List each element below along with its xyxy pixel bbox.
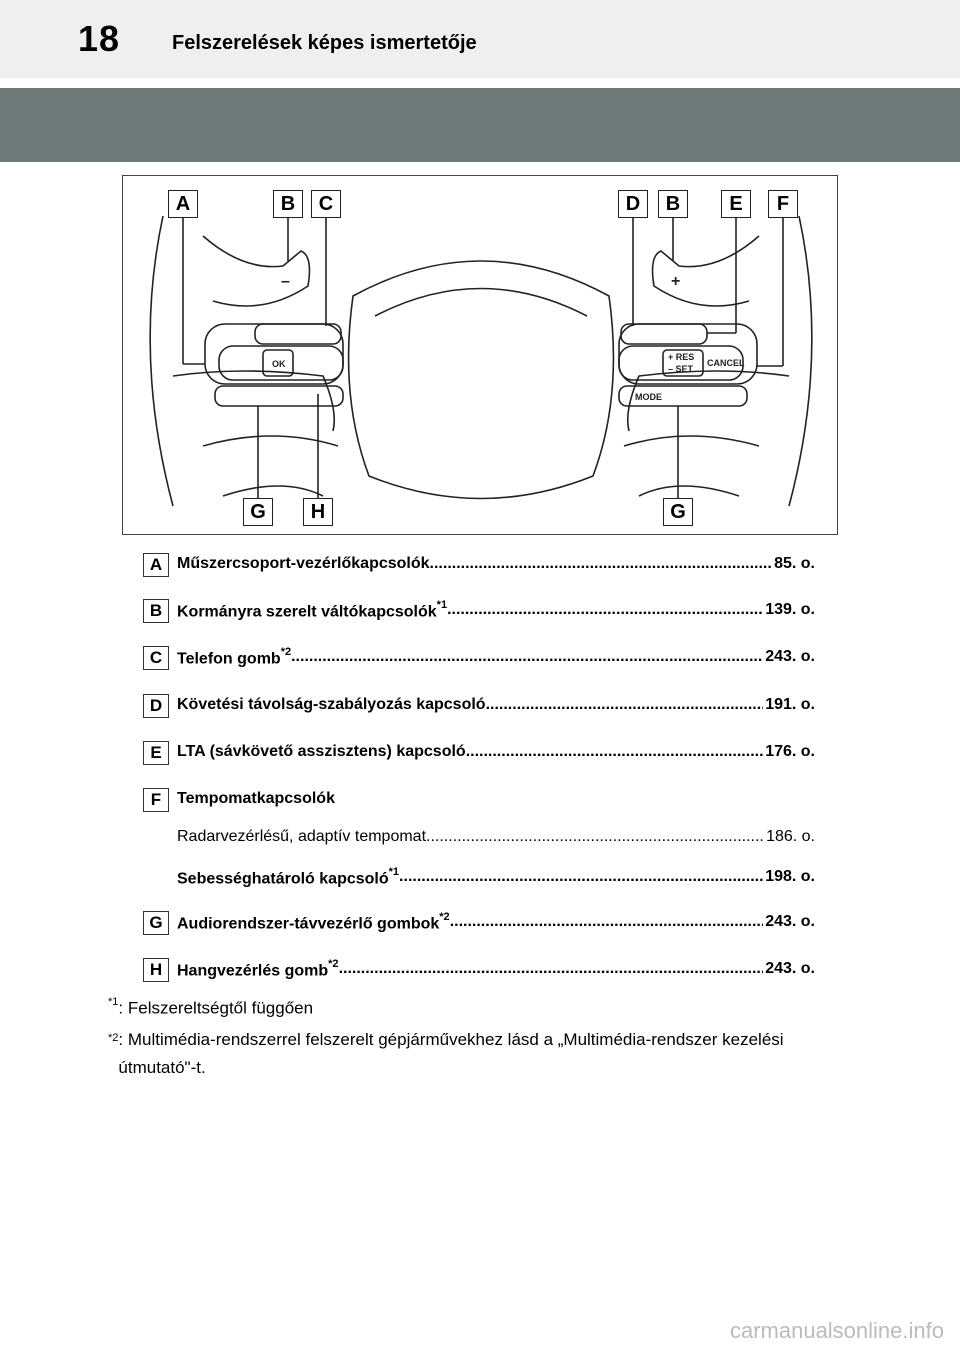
item-page-ref: 191. o.	[765, 696, 815, 713]
watermark: carmanualsonline.info	[729, 1318, 944, 1343]
item-label: Követési távolság-szabályozás kapcsoló	[177, 696, 486, 713]
list-item-g: G Audiorendszer-távvezérlő gombok*2 243.…	[143, 911, 823, 941]
footnote-1: *1: Felszereltségtől függően	[108, 990, 848, 1023]
item-label: Telefon gomb	[177, 650, 281, 668]
callout-b-left: B	[273, 190, 303, 218]
item-letter: C	[143, 646, 169, 670]
footnote-mark: *2	[328, 958, 339, 970]
item-page-ref: 243. o.	[765, 960, 815, 977]
footnote-mark: *2	[439, 911, 450, 923]
list-item-b: B Kormányra szerelt váltókapcsolók*1 139…	[143, 599, 823, 629]
item-label: Tempomatkapcsolók	[177, 790, 335, 807]
item-letter: G	[143, 911, 169, 935]
item-page-ref: 186. o.	[766, 828, 815, 845]
item-page-ref: 85. o.	[774, 555, 815, 572]
item-label: Hangvezérlés gomb	[177, 962, 329, 980]
item-label: Kormányra szerelt váltókapcsolók	[177, 603, 437, 621]
right-paddle-plus: +	[671, 273, 680, 290]
callout-f: F	[768, 190, 798, 218]
steering-wheel-figure: OK MODE CANCEL + RES – SET – + A B C D B…	[122, 175, 838, 535]
page-header: 18 Felszerelések képes ismertetője	[0, 0, 960, 78]
list-subitem-speed-limiter: Sebességhatároló kapcsoló*1 198. o.	[143, 866, 823, 896]
callout-a: A	[168, 190, 198, 218]
item-letter: D	[143, 694, 169, 718]
callout-e: E	[721, 190, 751, 218]
footnote-text: : Felszereltségtől függően	[118, 998, 314, 1018]
callout-d: D	[618, 190, 648, 218]
page-number: 18	[78, 18, 121, 59]
item-letter: E	[143, 741, 169, 765]
footnote-mark: *1	[388, 866, 400, 878]
mode-button-label: MODE	[635, 392, 662, 402]
list-item-a: A Műszercsoport-vezérlőkapcsolók 85. o.	[143, 553, 823, 583]
res-button-label: + RES	[668, 352, 694, 362]
item-letter: A	[143, 553, 169, 577]
item-label: Radarvezérlésű, adaptív tempomat	[177, 828, 427, 845]
callout-c: C	[311, 190, 341, 218]
item-page-ref: 243. o.	[765, 648, 815, 665]
callout-h: H	[303, 498, 333, 526]
footnote-2: *2 : Multimédia-rendszerrel felszerelt g…	[108, 1026, 838, 1082]
list-item-d: D Követési távolság-szabályozás kapcsoló…	[143, 694, 823, 724]
list-subitem-radar: Radarvezérlésű, adaptív tempomat 186. o.	[143, 826, 823, 856]
header-band	[0, 88, 960, 162]
section-title: Felszerelések képes ismertetője	[172, 32, 477, 54]
footnote-mark: *2	[280, 646, 292, 658]
item-page-ref: 176. o.	[765, 743, 815, 760]
list-item-c: C Telefon gomb*2 243. o.	[143, 646, 823, 676]
footnote-mark: *1	[436, 599, 448, 611]
item-page-ref: 198. o.	[765, 868, 815, 885]
item-label: Sebességhatároló kapcsoló	[177, 870, 389, 888]
list-item-h: H Hangvezérlés gomb*2 243. o.	[143, 958, 823, 988]
cancel-button-label: CANCEL	[707, 358, 745, 368]
footnote-text: : Multimédia-rendszerrel felszerelt gépj…	[118, 1030, 784, 1077]
item-label: Műszercsoport-vezérlőkapcsolók	[177, 555, 430, 572]
footnote-mark: *2	[108, 1032, 119, 1044]
steering-wheel-drawing: OK MODE CANCEL + RES – SET – +	[149, 215, 813, 507]
item-letter: F	[143, 788, 169, 812]
item-page-ref: 139. o.	[765, 601, 815, 618]
item-page-ref: 243. o.	[765, 913, 815, 930]
callout-g-right: G	[663, 498, 693, 526]
left-paddle-minus: –	[281, 273, 290, 290]
callout-b-right: B	[658, 190, 688, 218]
item-label: LTA (sávkövető asszisztens) kapcsoló	[177, 743, 466, 760]
footnote-mark: *1	[108, 996, 119, 1008]
item-label: Audiorendszer-távvezérlő gombok	[177, 915, 440, 933]
item-letter: B	[143, 599, 169, 623]
list-item-f: F Tempomatkapcsolók	[143, 788, 823, 818]
ok-button-label: OK	[272, 359, 286, 369]
list-item-e: E LTA (sávkövető asszisztens) kapcsoló 1…	[143, 741, 823, 771]
callout-g-left: G	[243, 498, 273, 526]
item-letter: H	[143, 958, 169, 982]
set-button-label: – SET	[668, 364, 694, 374]
